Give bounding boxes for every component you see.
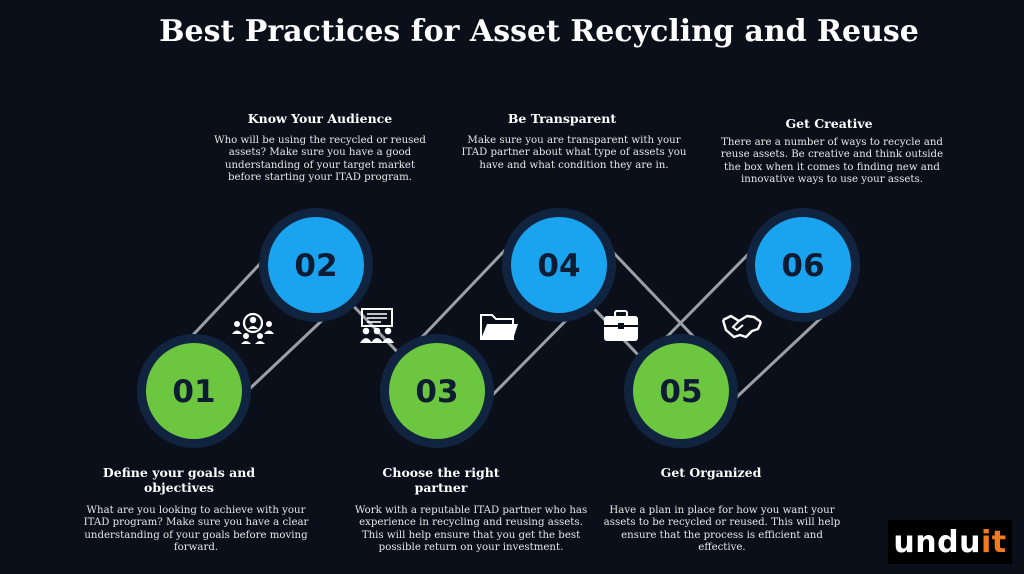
step-5-circle: 05 xyxy=(624,334,738,448)
step-6-title: Get Creative xyxy=(785,116,873,131)
step-icons xyxy=(232,308,763,344)
circle-fill xyxy=(268,217,364,313)
step-6-description: There are a number of ways to recycle an… xyxy=(720,137,944,186)
step-4-number: 04 xyxy=(537,248,580,284)
step-5-title: Get Organized xyxy=(660,465,762,480)
handshake-icon xyxy=(721,314,763,339)
circle-fill xyxy=(633,343,729,439)
step-1-number: 01 xyxy=(172,374,215,410)
step-2-circle: 02 xyxy=(259,208,373,322)
folder-icon xyxy=(480,314,518,340)
step-4-description: Make sure you are transparent with your … xyxy=(461,135,687,171)
step-circles: 01 02 03 04 05 06 xyxy=(137,208,860,448)
step-2-number: 02 xyxy=(294,248,337,284)
step-4-circle: 04 xyxy=(502,208,616,322)
step-4-title: Be Transparent xyxy=(507,111,617,126)
step-1-circle: 01 xyxy=(137,334,251,448)
step-2-title: Know Your Audience xyxy=(247,111,393,126)
circle-fill xyxy=(146,343,242,439)
step-2-description: Who will be using the recycled or reused… xyxy=(214,135,426,184)
page-title: Best Practices for Asset Recycling and R… xyxy=(159,14,919,49)
briefcase-icon xyxy=(604,310,638,341)
circle-fill xyxy=(389,343,485,439)
circle-fill xyxy=(755,217,851,313)
presentation-team-icon xyxy=(360,308,394,343)
circle-fill xyxy=(511,217,607,313)
logo-accent-text: it xyxy=(980,524,1007,560)
step-1-description: What are you looking to achieve with you… xyxy=(83,505,309,554)
step-3-description: Work with a reputable ITAD partner who h… xyxy=(354,505,588,554)
step-6-circle: 06 xyxy=(746,208,860,322)
logo-main-text: undu xyxy=(893,524,981,560)
step-3-circle: 03 xyxy=(380,334,494,448)
step-5-number: 05 xyxy=(659,374,702,410)
step-5-description: Have a plan in place for how you want yo… xyxy=(603,505,841,554)
step-3-number: 03 xyxy=(415,374,458,410)
step-3-title: Choose the right partner xyxy=(382,465,500,495)
step-6-number: 06 xyxy=(781,248,824,284)
step-1-title: Define your goals and objectives xyxy=(102,465,256,495)
user-network-icon xyxy=(232,312,274,344)
